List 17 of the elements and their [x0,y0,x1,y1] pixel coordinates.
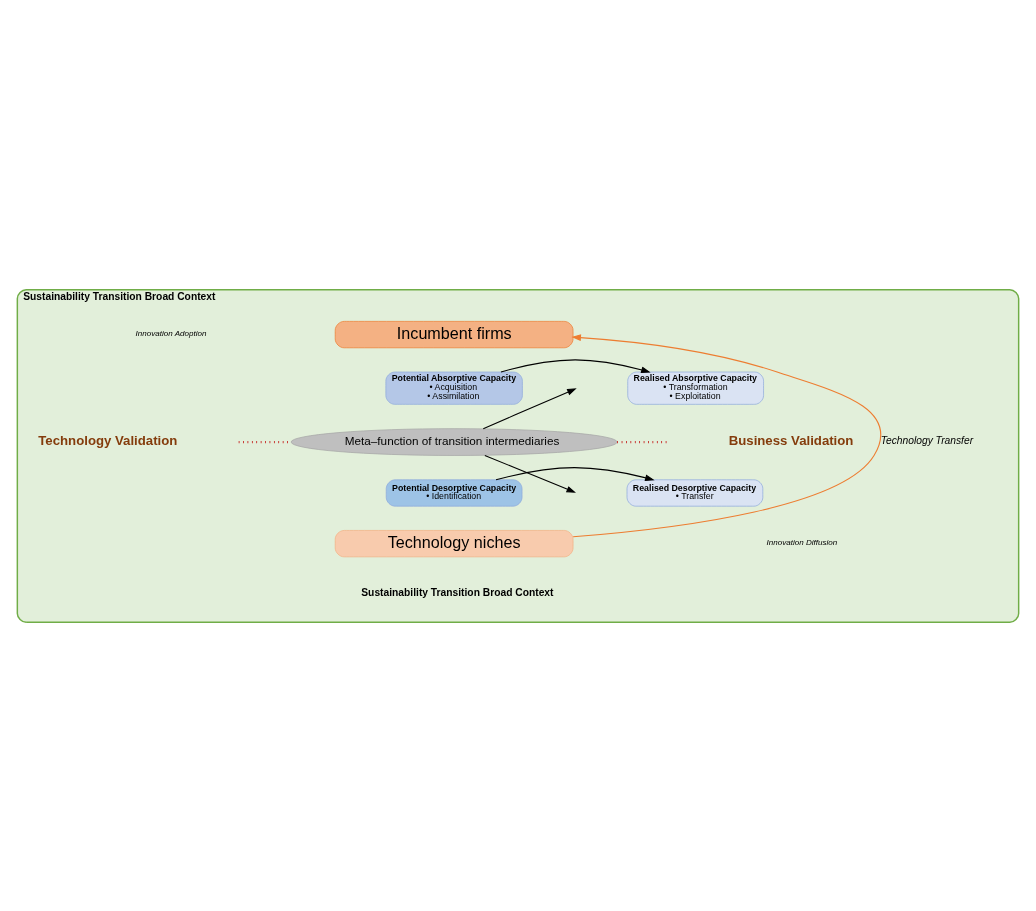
node-box: Incumbent firms [334,320,574,348]
node-box: Realised Absorptive Capacity • Transformation • Exploitation [627,371,764,405]
node-box: Potential Desorptive Capacity • Identification [385,478,523,507]
arrow [571,333,882,537]
label: Business Validation [728,432,854,448]
node-box: Realised Desorptive Capacity • Transfer [626,478,764,507]
arrow [495,466,655,481]
label: Technology Validation [38,432,178,448]
node-box: Technology niches [334,529,574,557]
arrow [482,387,577,429]
label: Innovation Diffusion [766,537,838,547]
arrow [484,454,577,493]
label: Innovation Adoption [135,328,207,338]
arrow [500,358,651,373]
edge-label: Technology Transfer [880,434,974,446]
node-ellipse: Meta–function of transition intermediaries [290,427,618,456]
node-box: Potential Absorptive Capacity • Acquisition • Assimilation [385,371,523,405]
